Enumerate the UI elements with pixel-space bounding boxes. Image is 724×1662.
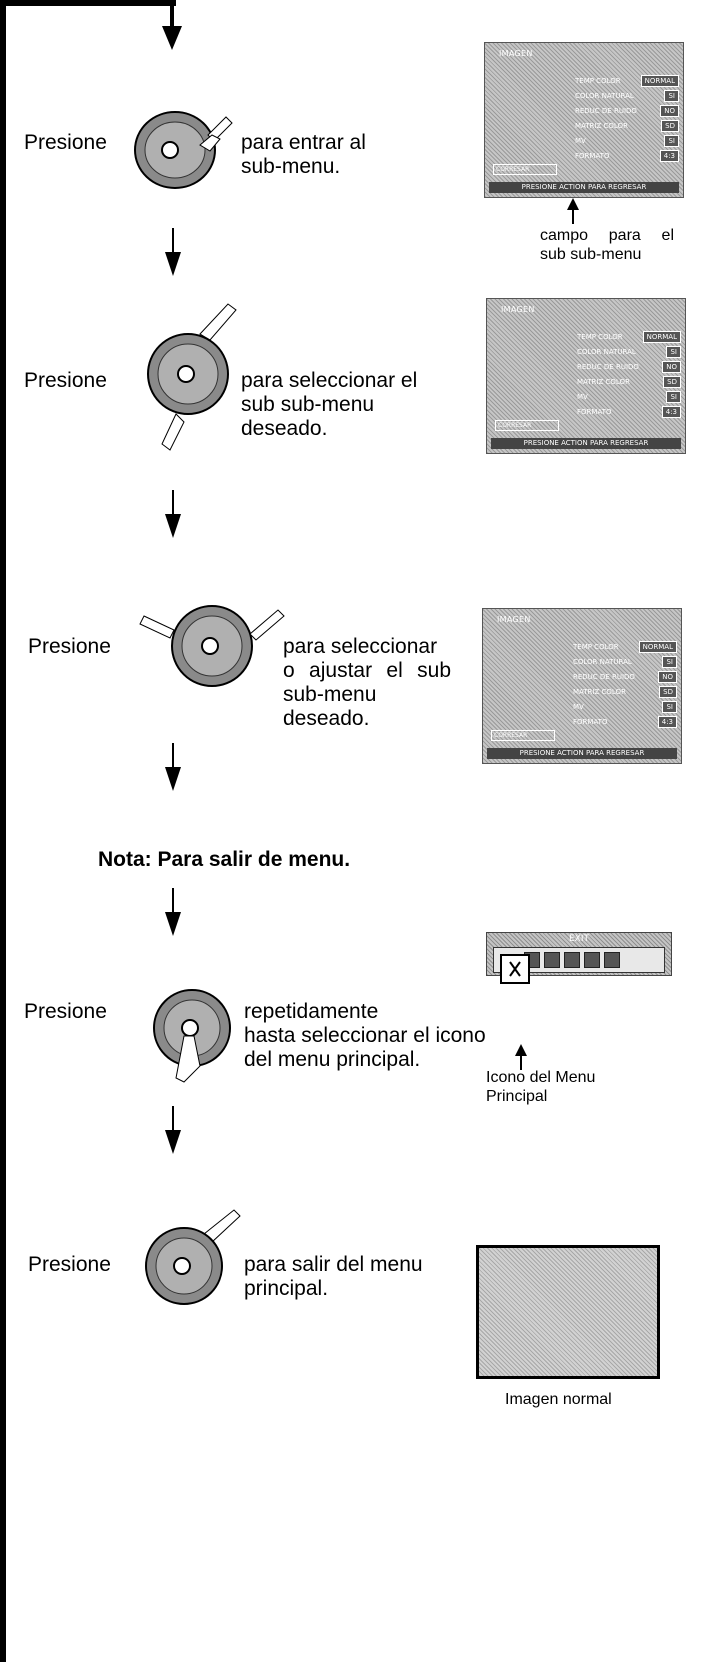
menu-row-label: COLOR NATURAL xyxy=(573,657,632,666)
menu-row-label: TEMP COLOR xyxy=(575,76,621,85)
step5-text-line: principal. xyxy=(244,1277,329,1300)
step5-press-label: Presione xyxy=(28,1253,111,1276)
menu-row-label: REDUC DE RUIDO xyxy=(575,106,637,115)
step3-press-label: Presione xyxy=(28,635,111,658)
step3-text-line: deseado. xyxy=(283,707,370,730)
step1-press-label: Presione xyxy=(24,131,107,154)
menu-row-value: SD xyxy=(663,375,681,388)
campo-caption-line: sub sub-menu xyxy=(540,246,642,263)
screen-title: IMAGEN xyxy=(501,305,535,314)
exit-note: Nota: Para salir de menu. xyxy=(98,848,351,871)
step2-text-line: sub sub-menu xyxy=(241,393,375,416)
step4-press-label: Presione xyxy=(24,1000,107,1023)
menu-row-value: SD xyxy=(659,685,677,698)
screen-footer: PRESIONE ACTION PARA REGRESAR xyxy=(491,438,681,449)
step2-text-line: para seleccionar el xyxy=(241,369,418,392)
step4-text-line: repetidamente xyxy=(244,1000,379,1023)
down-arrow-icon xyxy=(163,888,183,936)
campo-caption-line: campo para el xyxy=(540,227,674,244)
remote-dpad-icon xyxy=(130,105,240,196)
menu-row-value: 4:3 xyxy=(661,405,681,418)
step2-press-label: Presione xyxy=(24,369,107,392)
menu-row-value: SI xyxy=(664,89,679,102)
down-arrow-icon xyxy=(163,1106,183,1154)
menu-row-label: FORMATO xyxy=(573,717,608,726)
lock-icon xyxy=(584,952,600,968)
menu-row-value: SD xyxy=(661,119,679,132)
menu-row-value: NO xyxy=(660,104,679,117)
icono-caption-line: Icono del Menu xyxy=(486,1069,596,1086)
step5-text-line: para salir del menu xyxy=(244,1253,423,1276)
flow-bracket-line xyxy=(0,0,6,1662)
screen-footer: PRESIONE ACTION PARA REGRESAR xyxy=(487,748,677,759)
menu-row-value: 4:3 xyxy=(657,715,677,728)
menu-row-value: NORMAL xyxy=(638,640,677,653)
menu-row-label: MATRIZ COLOR xyxy=(577,377,630,386)
step4-text-line: del menu principal. xyxy=(244,1048,421,1071)
step1-text-line: para entrar al xyxy=(241,131,366,154)
menu-row-label: TEMP COLOR xyxy=(573,642,619,651)
menu-row-value: NORMAL xyxy=(640,74,679,87)
step1-text-line: sub-menu. xyxy=(241,155,341,178)
screen-title: IMAGEN xyxy=(499,49,533,58)
flow-bracket-top xyxy=(0,0,176,6)
normal-picture-screen xyxy=(476,1245,660,1379)
remote-dpad-icon xyxy=(142,1208,252,1313)
menu-row-label: MATRIZ COLOR xyxy=(575,121,628,130)
down-arrow-icon xyxy=(163,490,183,538)
step3-text-line: sub-menu xyxy=(283,683,377,706)
menu-row-value: NO xyxy=(658,670,677,683)
up-arrow-icon xyxy=(514,1044,528,1070)
return-field: CORRESAR xyxy=(493,164,557,175)
exit-icon xyxy=(500,954,530,984)
return-field: CORRESAR xyxy=(491,730,555,741)
imagen-normal-caption: Imagen normal xyxy=(505,1391,612,1408)
menu-row-label: MATRIZ COLOR xyxy=(573,687,626,696)
step3-text-line: o ajustar el sub xyxy=(283,659,451,682)
remote-dpad-icon xyxy=(150,986,240,1091)
menu-row-label: FORMATO xyxy=(575,151,610,160)
menu-row-value: SI xyxy=(666,390,681,403)
menu-row-value: 4:3 xyxy=(659,149,679,162)
menu-row-label: MV xyxy=(577,392,588,401)
menu-row-value: SI xyxy=(666,345,681,358)
menu-row-label: MV xyxy=(573,702,584,711)
menu-row-label: TEMP COLOR xyxy=(577,332,623,341)
menu-row-label: MV xyxy=(575,136,586,145)
exit-label: EXIT xyxy=(568,934,589,944)
menu-row-label: FORMATO xyxy=(577,407,612,416)
step3-text-line: para seleccionar xyxy=(283,635,438,658)
screen-title: IMAGEN xyxy=(497,615,531,624)
menu-row-value: SI xyxy=(664,134,679,147)
menu-row-label: REDUC DE RUIDO xyxy=(573,672,635,681)
step4-text-line: hasta seleccionar el icono xyxy=(244,1024,486,1047)
down-arrow-icon xyxy=(163,743,183,791)
return-field: CORRESAR xyxy=(495,420,559,431)
up-arrow-icon xyxy=(566,198,580,224)
down-arrow-icon xyxy=(160,4,184,50)
screen-footer: PRESIONE ACTION PARA REGRESAR xyxy=(489,182,679,193)
menu-row-label: COLOR NATURAL xyxy=(575,91,634,100)
step2-text-line: deseado. xyxy=(241,417,328,440)
icono-caption-line: Principal xyxy=(486,1088,548,1105)
picture-icon xyxy=(544,952,560,968)
remote-dpad-icon xyxy=(140,296,250,461)
timer-icon xyxy=(564,952,580,968)
setup-icon xyxy=(604,952,620,968)
menu-row-value: NORMAL xyxy=(642,330,681,343)
menu-row-value: SI xyxy=(662,655,677,668)
menu-row-value: SI xyxy=(662,700,677,713)
remote-dpad-icon xyxy=(138,596,288,701)
menu-row-value: NO xyxy=(662,360,681,373)
menu-row-label: REDUC DE RUIDO xyxy=(577,362,639,371)
menu-row-label: COLOR NATURAL xyxy=(577,347,636,356)
down-arrow-icon xyxy=(163,228,183,276)
